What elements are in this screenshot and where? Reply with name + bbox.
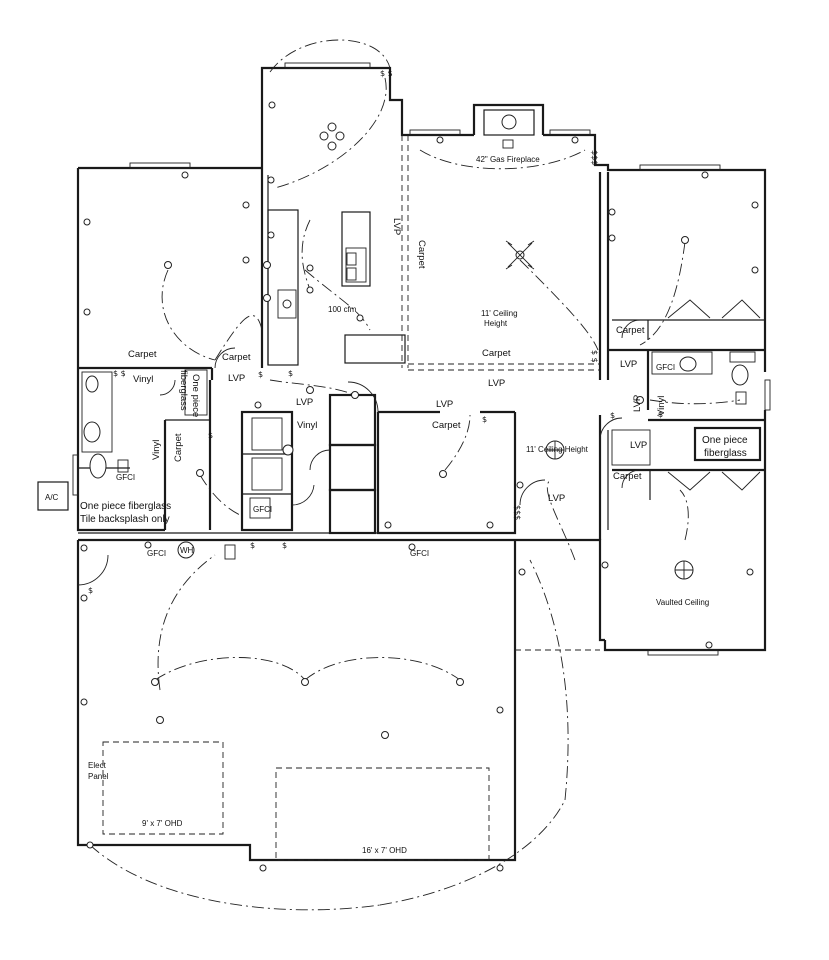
ceiling-height-label-line2: Height [484, 319, 508, 328]
switch-bath-closet: $ [208, 431, 213, 440]
vaulted-ceiling-label: Vaulted Ceiling [656, 598, 709, 607]
ac-label: A/C [45, 493, 59, 502]
ceiling-lines [102, 135, 600, 861]
carpet-label-master-closet-1: Carpet [616, 325, 645, 336]
vent-cfm-label: 100 cfm [328, 305, 357, 314]
water-heater-label: WH [180, 546, 194, 555]
gfci-markers: GFCI GFCI GFCI GFCI GFCI [116, 363, 675, 558]
switch-laundry: $ [288, 369, 293, 378]
outlets [80, 101, 759, 872]
lvp-label-master-bath: LVP [630, 440, 647, 451]
fireplace [483, 109, 535, 149]
lvp-label-bed3: LVP [436, 399, 453, 410]
exterior-walls [76, 66, 767, 862]
switch-great-room-top: $$$ [590, 150, 599, 165]
one-piece-label-master: One piece [702, 435, 748, 446]
switch-bed3: $ [482, 415, 487, 424]
lvp-label-master: LVP [620, 359, 637, 370]
pendant-light-cluster [319, 122, 345, 151]
garage-door-large-label: 16' x 7' OHD [362, 846, 407, 855]
carpet-label-bed3: Carpet [432, 420, 461, 431]
wiring-runs [89, 39, 741, 911]
carpet-label-closet: Carpet [222, 352, 251, 363]
lvp-label-vertical: LVP [391, 218, 402, 235]
interior-walls [78, 168, 765, 540]
tile-backsplash-label: Tile backsplash only [80, 514, 170, 525]
bath-fixtures [81, 351, 756, 479]
elect-panel-label-1: Elect [88, 761, 107, 770]
switch-garage-entry: $ [88, 586, 93, 595]
switch-master-hall: $ [610, 411, 615, 420]
vinyl-label-bath: Vinyl [133, 374, 153, 385]
lvp-label-rotated: LVP [632, 395, 643, 412]
garage-door-small-label: 9' x 7' OHD [142, 819, 183, 828]
gfci-master-bath: GFCI [656, 363, 675, 372]
gfci-garage-2: GFCI [410, 549, 429, 558]
ac-unit: A/C [37, 481, 69, 511]
ceiling-height-11-label: 11' Ceiling Height [526, 445, 589, 454]
switch-garage-2: $ [282, 541, 287, 550]
lvp-label-great-room: LVP [488, 378, 505, 389]
door-swings [77, 319, 641, 586]
switch-bath: $ $ [113, 369, 126, 378]
ceiling-fan-icon [505, 240, 535, 270]
lvp-label-laundry: LVP [296, 397, 313, 408]
carpet-label-vertical: Carpet [416, 240, 427, 269]
light-fixtures [151, 236, 694, 739]
fiberglass-label-vertical: fiberglass [178, 370, 189, 411]
carpet-label-bath-closet: Carpet [173, 433, 184, 462]
elect-panel-label-2: Panel [88, 772, 109, 781]
switch-garage-1: $ [250, 541, 255, 550]
carpet-label-great-room: Carpet [482, 348, 511, 359]
gfci-garage: GFCI [147, 549, 166, 558]
closet-bifolds [667, 299, 761, 491]
switch-kitchen: $ $ [380, 69, 393, 78]
vinyl-label-master-bath: Vinyl [656, 396, 667, 416]
vinyl-label-vertical: Vinyl [151, 440, 162, 460]
room-labels: 42" Gas Fireplace 11' Ceiling Height 11'… [80, 155, 748, 855]
lvp-label-hall: LVP [228, 373, 245, 384]
switch-hall: $ [258, 370, 263, 379]
vinyl-label-laundry: Vinyl [297, 420, 317, 431]
switch-great-room-bottom: $ $ [590, 350, 599, 363]
windows [72, 62, 771, 656]
appliances [224, 252, 357, 560]
gfci-laundry: GFCI [253, 505, 272, 514]
gas-fireplace-label: 42" Gas Fireplace [476, 155, 540, 164]
fiberglass-label-master: fiberglass [704, 448, 747, 459]
lvp-label-hall-right: LVP [548, 493, 565, 504]
ceiling-height-label-line1: 11' Ceiling [481, 309, 518, 318]
carpet-label-bed2: Carpet [128, 349, 157, 360]
switches: $ $ $ $ $$$ $ $ $$$ $ $ $ $ $ $ $ $ $ [88, 69, 663, 595]
switch-hall-right: $$$ [513, 505, 522, 520]
switch-master-bath: $ [658, 410, 663, 419]
gfci-bath: GFCI [116, 473, 135, 482]
one-piece-fiberglass-label: One piece fiberglass [80, 501, 171, 512]
carpet-label-master-closet-2: Carpet [613, 471, 642, 482]
one-piece-label-vertical: One piece [190, 374, 201, 417]
